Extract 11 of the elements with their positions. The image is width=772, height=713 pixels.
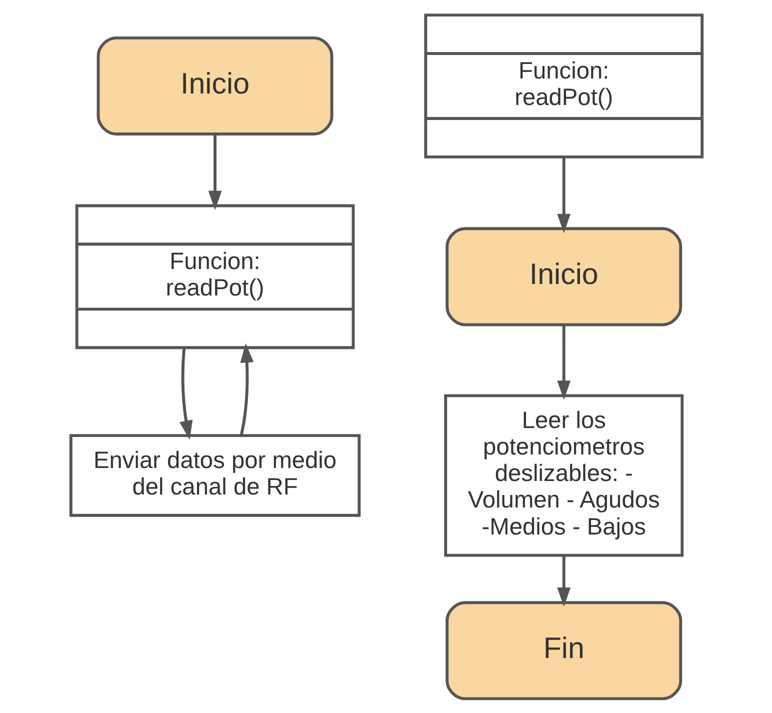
node-box: Leer los potenciometros deslizables: - Volumen - Agudos -Medios - Bajos (444, 394, 684, 557)
arrow (178, 348, 192, 440)
arrow (208, 134, 222, 210)
arrow (556, 325, 570, 400)
arrow (556, 556, 570, 607)
node-box: Inicio (445, 227, 682, 326)
node-box: Enviar datos por medio del canal de RF (68, 434, 360, 517)
arrow (556, 157, 570, 234)
node-box: Fin (445, 601, 682, 700)
arrow (239, 343, 254, 436)
node-box: Inicio (96, 36, 333, 136)
